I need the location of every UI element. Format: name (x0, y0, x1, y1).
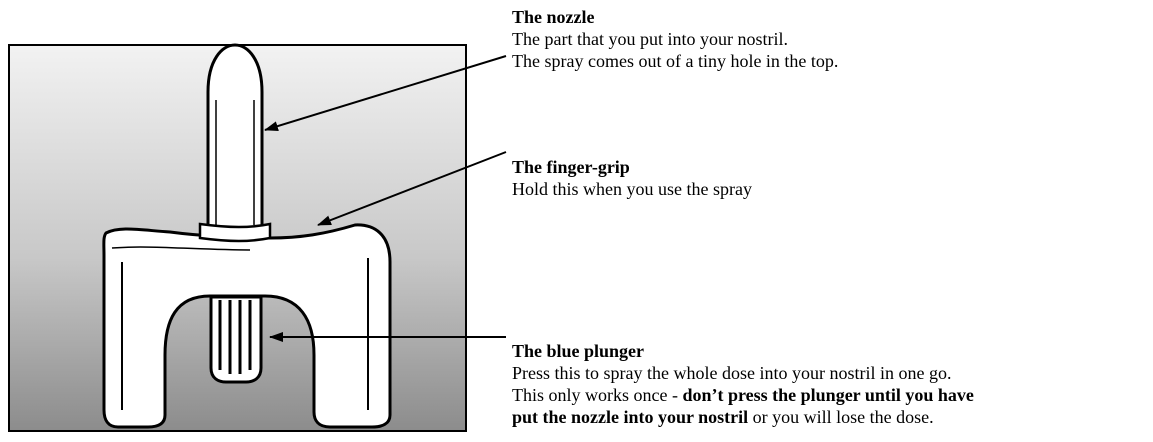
nozzle-arrow (264, 55, 507, 131)
plunger-line: put the nozzle into your nostril or you … (512, 406, 974, 428)
plunger-line: This only works once - don’t press the p… (512, 384, 974, 406)
finger-grip-title: The finger-grip (512, 157, 630, 177)
finger-grip-arrow (317, 151, 507, 226)
plunger-title: The blue plunger (512, 341, 645, 361)
finger-grip-label: The finger-grip Hold this when you use t… (512, 156, 752, 200)
nozzle-line: The spray comes out of a tiny hole in th… (512, 51, 839, 71)
plunger-text-bold: put the nozzle into your nostril (512, 407, 749, 427)
plunger-line: Press this to spray the whole dose into … (512, 363, 952, 383)
nozzle-line: The part that you put into your nostril. (512, 29, 788, 49)
plunger-shape (209, 295, 263, 384)
plunger-text-normal: This only works once - (512, 385, 683, 405)
plunger-label: The blue plunger Press this to spray the… (512, 340, 974, 428)
nozzle-label: The nozzle The part that you put into yo… (512, 6, 838, 72)
nozzle-shape (198, 43, 272, 243)
finger-grip-line: Hold this when you use the spray (512, 179, 752, 199)
plunger-text-bold: don’t press the plunger until you have (682, 385, 974, 405)
plunger-text-normal: or you will lose the dose. (748, 407, 934, 427)
nozzle-title: The nozzle (512, 7, 595, 27)
